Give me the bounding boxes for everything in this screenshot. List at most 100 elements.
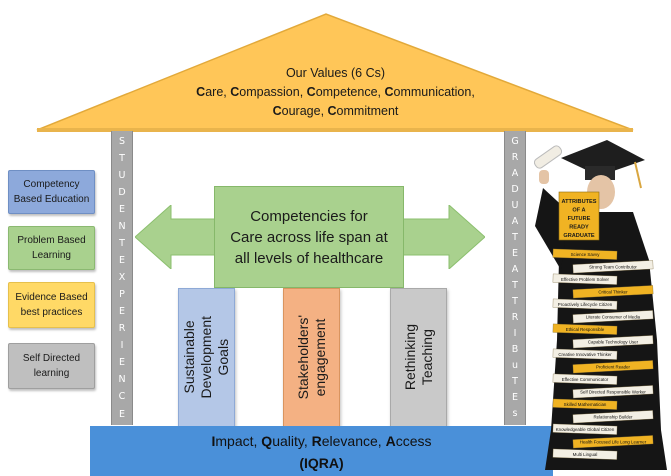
mortarboard-cap (561, 140, 645, 176)
iqra-word-2: elevance, (321, 433, 386, 449)
student-experience-letter-13: E (118, 357, 125, 369)
student-experience-letter-6: T (119, 238, 125, 250)
student-experience-letter-1: T (119, 153, 125, 165)
attribute-tag: Strong Team Contributor (572, 260, 654, 274)
value-initial-3: C (384, 85, 394, 99)
sign-line-2: FUTURE (568, 216, 591, 222)
sdg-line-1: Sustainable (181, 320, 197, 395)
rethinking-teaching-column: Rethinking Teaching (390, 288, 447, 427)
graduate-attributes-letter-2: A (511, 168, 519, 180)
graduate-attributes-letter-1: R (511, 152, 519, 164)
graduate-attributes-letter-10: T (512, 296, 518, 308)
attribute-tag-label: Strong Team Contributor (589, 265, 637, 270)
attribute-tag-label: Creative Innovative Thinker (558, 352, 612, 357)
student-experience-letter-3: D (118, 187, 126, 199)
student-experience-letter-14: N (118, 374, 126, 386)
graduate-attributes-letter-4: U (511, 200, 519, 212)
stakeholders-text: Stakeholders' engagement (295, 315, 329, 399)
attribute-tag-label: Critical Thinker (598, 290, 628, 295)
teaching-line-2: Teaching (418, 329, 435, 386)
sign-line-3: READY (569, 225, 589, 231)
foundation-base: Impact, Quality, Relevance, Access (IQRA… (90, 426, 553, 476)
student-experience-letter-5: N (118, 221, 126, 233)
value2-word-1: ommitment (336, 104, 399, 118)
graduate-attributes-letter-9: T (512, 280, 518, 292)
attribute-tag: Critical Thinker (572, 285, 654, 299)
stakeholders-line-1: Stakeholders' (294, 315, 311, 400)
student-experience-letter-10: E (118, 306, 125, 318)
value2-initial-1: C (327, 104, 337, 118)
value-word-3: ommunication, (393, 85, 475, 99)
attribute-tag: Health Focused Life Long Learner (572, 435, 654, 449)
value-initial-0: C (196, 85, 206, 99)
attribute-tag-label: Skilled Mathematician (564, 402, 607, 407)
sdg-text: Sustainable Development Goals (181, 316, 232, 399)
roof-beam (37, 128, 633, 132)
iqra-line: Impact, Quality, Relevance, Access (90, 433, 553, 449)
graduate-attributes-letter-13: B (511, 344, 519, 356)
attribute-tag: Effective Problem Solver (552, 273, 618, 285)
competencies-line-2: Care across life span at (230, 228, 388, 246)
attribute-tag-label: Effective Problem Solver (561, 277, 610, 282)
student-experience-letter-16: E (118, 408, 125, 420)
graduate-attributes-letter-14: u (511, 360, 519, 372)
student-experience-letter-8: X (118, 272, 126, 284)
attribute-tag-label: Knowledgeable Global Citizen (556, 427, 615, 432)
graduate-attributes-letter-7: E (511, 248, 518, 260)
value-initial-1: C (230, 85, 240, 99)
attribute-tag: Creative Innovative Thinker (552, 348, 618, 360)
iqra-word-3: ccess (395, 433, 432, 449)
competency-based-education-box: Competency Based Education (8, 170, 95, 214)
attribute-tag: Knowledgeable Global Citizen (552, 423, 618, 435)
stakeholders-engagement-column: Stakeholders' engagement (283, 288, 340, 427)
diploma-scroll-icon (533, 145, 563, 169)
attribute-tag-label: Self Directed Responsible Worker (580, 390, 646, 395)
teaching-text: Rethinking Teaching (402, 324, 436, 390)
graduate-attributes-letter-8: A (511, 264, 519, 276)
graduate-attributes-letter-15: T (512, 376, 518, 388)
student-experience-letter-0: S (118, 136, 126, 147)
value-initial-2: C (306, 85, 316, 99)
value2-initial-0: C (272, 104, 282, 118)
attribute-tag: Relationship Builder (572, 410, 654, 424)
iqra-initial-3: A (385, 433, 396, 449)
graduate-attributes-letter-12: I (513, 328, 517, 340)
value-word-0: are, (205, 85, 231, 99)
teaching-line-1: Rethinking (401, 324, 418, 391)
attribute-tag-label: Effective Communicator (562, 377, 609, 382)
value2-word-0: ourage, (281, 104, 328, 118)
roof-title: Our Values (6 Cs) (285, 66, 386, 80)
iqra-initial-2: R (311, 433, 322, 449)
tassel (634, 161, 642, 189)
values-line-1: Care, Compassion, Competence, Communicat… (150, 83, 521, 102)
attribute-tag-label: Proficient Reader (596, 365, 630, 370)
attribute-tag: Proficient Reader (572, 360, 654, 374)
value-word-2: ompetence, (315, 85, 385, 99)
student-experience-letter-7: E (118, 255, 125, 267)
iqra-word-1: uality, (272, 433, 312, 449)
iqra-acronym: (IQRA) (299, 455, 344, 471)
attribute-tag: Ethical Responsible (552, 323, 618, 335)
graduate-attributes-letter-5: A (511, 216, 519, 228)
sign-line-1: OF A (572, 208, 585, 214)
competencies-box: Competencies for Care across life span a… (214, 186, 404, 288)
self-directed-learning-box: Self Directed learning (8, 343, 95, 389)
sdg-line-3: Goals (215, 339, 231, 376)
attribute-tag: Self Directed Responsible Worker (572, 385, 654, 399)
attribute-tag-label: Proactively Lifecycle Citizen (558, 302, 613, 307)
student-experience-letter-11: R (118, 323, 126, 335)
attribute-tag-label: Health Focused Life Long Learner (580, 440, 647, 445)
iqra-initial-0: I (211, 433, 216, 449)
attribute-tag: Multi Lingual (552, 448, 618, 460)
stakeholders-line-2: engagement (311, 318, 328, 397)
roof (36, 13, 634, 132)
attribute-tag: Science Savvy (552, 248, 618, 260)
attribute-tag-label: Ethical Responsible (566, 327, 605, 332)
sdg-line-2: Development (198, 316, 214, 399)
graduate-attributes-letter-17: s (512, 408, 518, 420)
